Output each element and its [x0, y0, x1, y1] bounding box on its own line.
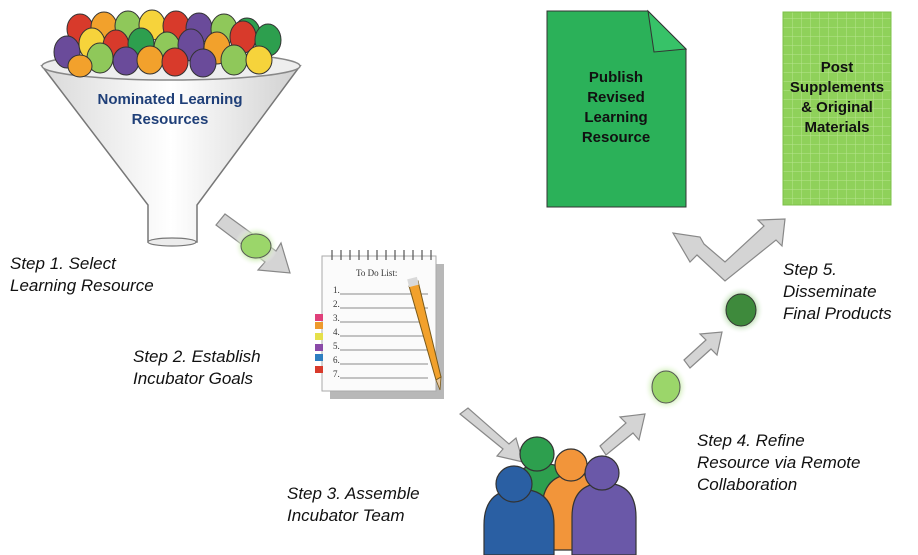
resource-balls [53, 9, 282, 78]
funnel-label-line-1: Nominated Learning [97, 91, 243, 108]
todo-number-5: 5. [333, 341, 340, 351]
step-5-line-3: Final Products [783, 304, 892, 323]
team-people-icon [483, 436, 637, 555]
step-5-line-1: Step 5. [783, 260, 837, 279]
step-4-line-1: Step 4. Refine [697, 431, 805, 450]
pencil-icon [407, 276, 442, 391]
todo-title: To Do List: [356, 268, 398, 278]
todo-number-1: 1. [333, 285, 340, 295]
publish-line-3: Learning [584, 109, 648, 126]
step-4-line-3: Collaboration [697, 475, 798, 494]
step-3-line-1: Step 3. Assemble [287, 484, 420, 503]
progress-ball-1 [234, 226, 278, 266]
step-2-line-2: Incubator Goals [133, 369, 254, 388]
funnel [40, 51, 302, 247]
todo-number-7: 7. [333, 369, 340, 379]
publish-line-4: Resource [581, 129, 651, 146]
funnel-label-line-2: Resources [131, 111, 209, 128]
post-line-1: Post [820, 59, 854, 76]
step-2-line-1: Step 2. Establish [133, 347, 261, 366]
step-4-label: Step 4. Refine Resource via Remote Colla… [697, 430, 860, 496]
step-4-line-2: Resource via Remote [697, 453, 861, 472]
todo-number-2: 2. [333, 299, 340, 309]
post-label: Post Supplements & Original Materials [778, 58, 896, 138]
publish-document [546, 9, 688, 208]
step-5-line-2: Disseminate [783, 282, 877, 301]
publish-line-2: Revised [587, 89, 645, 106]
step-3-line-2: Incubator Team [287, 506, 405, 525]
todo-list-pad [315, 250, 444, 399]
progress-ball-3 [718, 286, 764, 334]
step-2-label: Step 2. Establish Incubator Goals [133, 346, 261, 390]
todo-number-4: 4. [333, 327, 340, 337]
publish-label: Publish Revised Learning Resource [552, 68, 680, 148]
step-1-line-2: Learning Resource [10, 276, 154, 295]
post-line-4: Materials [804, 119, 870, 136]
sticky-tabs [315, 314, 323, 373]
spiral-rings [331, 250, 432, 260]
arrow-step3 [599, 413, 646, 456]
post-line-2: Supplements [789, 79, 885, 96]
publish-line-1: Publish [588, 69, 644, 86]
todo-number-6: 6. [333, 355, 340, 365]
step-1-line-1: Step 1. Select [10, 254, 116, 273]
post-supplements-sheet [782, 11, 892, 206]
arrow-step4 [683, 331, 723, 369]
todo-number-3: 3. [333, 313, 340, 323]
funnel-label: Nominated Learning Resources [70, 90, 270, 130]
step-3-label: Step 3. Assemble Incubator Team [287, 483, 420, 527]
disseminate-split-arrow [671, 218, 786, 282]
arrow-step2 [459, 407, 524, 463]
progress-ball-2 [644, 363, 688, 411]
step-1-label: Step 1. Select Learning Resource [10, 253, 154, 297]
step-5-label: Step 5. Disseminate Final Products [783, 259, 892, 325]
post-line-3: & Original [801, 99, 873, 116]
